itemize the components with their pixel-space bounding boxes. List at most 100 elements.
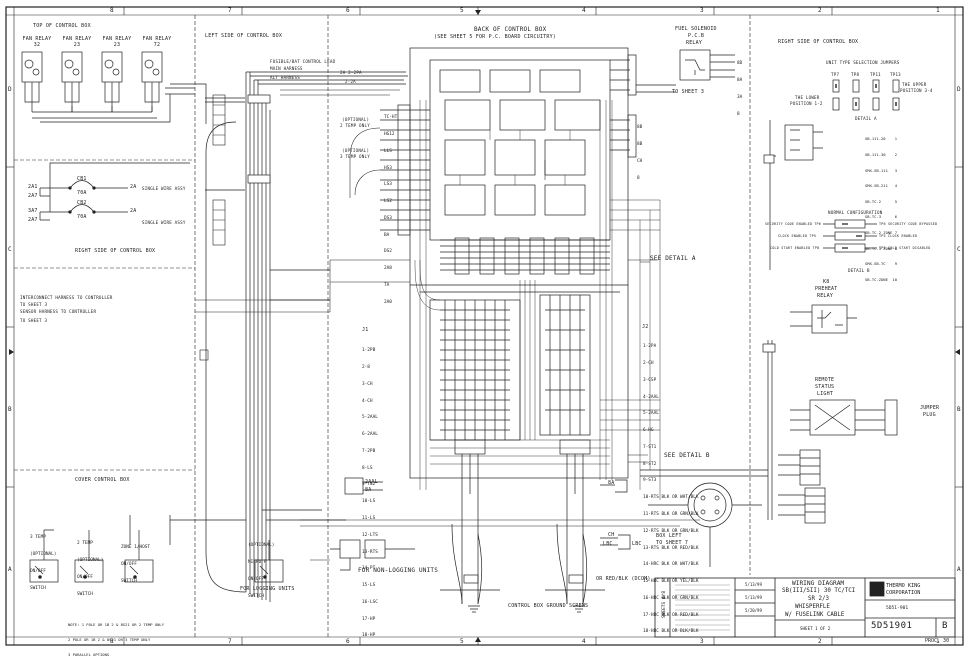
j2-pin: 9-ST3 (643, 478, 657, 484)
switch-label-line: SWITCH (121, 578, 137, 584)
terminal-2a7-a: 2A7 (28, 193, 38, 199)
terminal-code: BA (384, 232, 390, 238)
panel-wiring (414, 100, 661, 500)
switch-label-line: SWITCH (77, 591, 93, 597)
j2-pin: 15-HRC BLK OR YEL/BLK (643, 579, 699, 585)
zone-ticks (6, 7, 963, 645)
j1-pin: 11-LS (362, 516, 376, 521)
interconnect-line-3: SENSOR HARNESS TO CONTROLLER (20, 309, 97, 314)
j1-pin: 12-LTS (362, 532, 378, 538)
switch-label-line: ON/OFF (77, 574, 93, 580)
terminal-code: LS2 (384, 199, 392, 205)
normal-config-left-2: CLOCK ENABLED TP5 (778, 234, 817, 238)
j1-pin: 14-PT (362, 566, 376, 572)
fan-relay-2-label: FAN RELAY 23 (62, 36, 92, 48)
terminal-code: 3A (737, 94, 743, 100)
terminal-code: 8 (637, 175, 640, 181)
wire1-label: SINGLE WIRE ASSY (142, 186, 186, 191)
j2-pin: 11-RTS BLK OR GRN/BLK (643, 512, 699, 517)
switch-label-line: (OPTIONAL) (77, 557, 104, 563)
main-harness-label: MAIN HARNESS (270, 66, 303, 71)
terminal-2a1: 2A1 (28, 184, 38, 190)
unit-type-row: SB-TC-3 ZONE 8 (865, 245, 898, 251)
upper-position-1: THE UPPER (902, 82, 927, 87)
switch-label-line: (OPTIONAL) (30, 551, 57, 557)
j2-title: J2 (642, 324, 649, 330)
terminal-code: 7A (384, 283, 390, 288)
j1-pin: 9-TN2 (362, 482, 376, 488)
switch-label-line: ON/OFF (30, 568, 46, 574)
terminal-code: 8B (637, 125, 643, 131)
normal-config-detail (823, 219, 877, 253)
j2-pin: 3-CSP (643, 377, 657, 383)
left-terminal-codes: TC-HT HG12 LLS HS3 LS3 LS2 DS3 BA DS2 2A… (384, 104, 397, 311)
jumper-tp7: TP7 (831, 72, 840, 77)
terminal-code: DS2 (384, 249, 392, 255)
lbc-label-1: LBC (603, 541, 613, 547)
title-block-side-label: SHEETS 4/8 (662, 590, 668, 619)
border-bottom-4: 4 (582, 638, 586, 645)
cb1-label: CB1 (77, 176, 87, 182)
j2-pin: 1-2PA (643, 344, 657, 350)
border-bottom-5: 5 (460, 638, 464, 645)
unit-type-row: SB-TC-ZONE 10 (865, 276, 898, 282)
remote-title-3: LIGHT (817, 391, 834, 397)
fuel-solenoid-relay: RELAY (686, 40, 703, 46)
ground-symbols (468, 605, 585, 613)
signal-1-label: 2A 2-2PA (340, 70, 362, 75)
unit-type-row: SMX-SB-111 3 (865, 167, 898, 173)
title-date-2: 5/13/99 (745, 595, 762, 600)
interconnect-line-1: INTERCONNECT HARNESS TO CONTROLLER (20, 295, 113, 300)
lower-position-1: THE LOWER (795, 95, 820, 100)
main-harness-bundle (129, 71, 408, 602)
normal-config-left-1: SECURITY CODE ENABLED TP6 (765, 222, 822, 226)
j2-pin: 14-HRC BLK OR WHT/BLK (643, 562, 699, 568)
interconnect-line-2: TO SHEET 3 (20, 302, 48, 307)
logging-connectors (330, 477, 415, 571)
fuel-to-sheet: TO SHEET 3 (672, 89, 705, 95)
title-block (654, 577, 956, 638)
j2-pin: 5-2AAL (643, 411, 659, 417)
switch-4-label: (OPTIONAL) MICRO P ON/OFF SWITCH (248, 532, 274, 605)
terminal-code: 8B (637, 141, 643, 147)
top-of-control-box-title: TOP OF CONTROL BOX (33, 23, 91, 29)
j1-pin: 10-LS (362, 499, 376, 505)
alt-harness-label: ALT HARNESS (270, 75, 300, 80)
proc-label: PROC. 30 (925, 638, 950, 644)
border-top-3: 3 (700, 7, 704, 14)
jumper-plug-2: PLUG (923, 412, 936, 418)
border-side-a-right: A (957, 566, 961, 573)
sheet-label: SHEET 1 OF 2 (800, 626, 831, 631)
unit-type-row: SMX-SB-TC 9 (865, 261, 898, 267)
box-left-label: BOX LEFT (656, 533, 682, 539)
optional-1b-label: 2 TEMP ONLY (340, 123, 370, 128)
title-date-1: 5/13/99 (745, 582, 762, 587)
upper-position-2: POSITION 3-4 (900, 88, 933, 93)
see-detail-a-callout: SEE DETAIL A (650, 255, 696, 262)
preheat-relay (790, 304, 857, 334)
outer-border (5, 6, 964, 646)
signal-2-label: 2-2A (345, 79, 356, 84)
right-side-title: RIGHT SIDE OF CONTROL BOX (778, 39, 859, 45)
right-connectors (640, 340, 826, 524)
border-side-b-right: B (957, 406, 961, 413)
j2-pin: 12-RTS BLK OR GRN/BLK (643, 528, 699, 534)
border-bottom-6: 6 (346, 638, 350, 645)
switch-3-label: ZONE 1/HOST ON/OFF SWITCH (121, 534, 150, 590)
terminal-code: HS3 (384, 165, 392, 171)
switch-label-line: 2 TEMP (77, 541, 93, 547)
border-top-7: 7 (228, 7, 232, 14)
optional-2-label: (OPTIONAL) (342, 148, 370, 153)
j1-pin: 16-LSC (362, 599, 378, 605)
remote-title-1: REMOTE (815, 377, 835, 383)
j2-pin: 2-CH (643, 360, 654, 366)
j1-pin-list: 1-2PB 2-8 3-CH 4-CH 5-2AAL 6-2AAL 7-2PB … (362, 337, 378, 645)
normal-config-left-3: COLD START ENABLED TP8 (770, 246, 820, 250)
ground-connector (648, 482, 762, 567)
j1-pin: 2-8 (362, 364, 370, 370)
diagram-title-3: SR 2/3 (808, 596, 829, 602)
j1-pin: 8-LS (362, 465, 373, 471)
j2-pin: 4-2AAL (643, 394, 659, 400)
j2-pin: 6-HG (643, 428, 654, 434)
